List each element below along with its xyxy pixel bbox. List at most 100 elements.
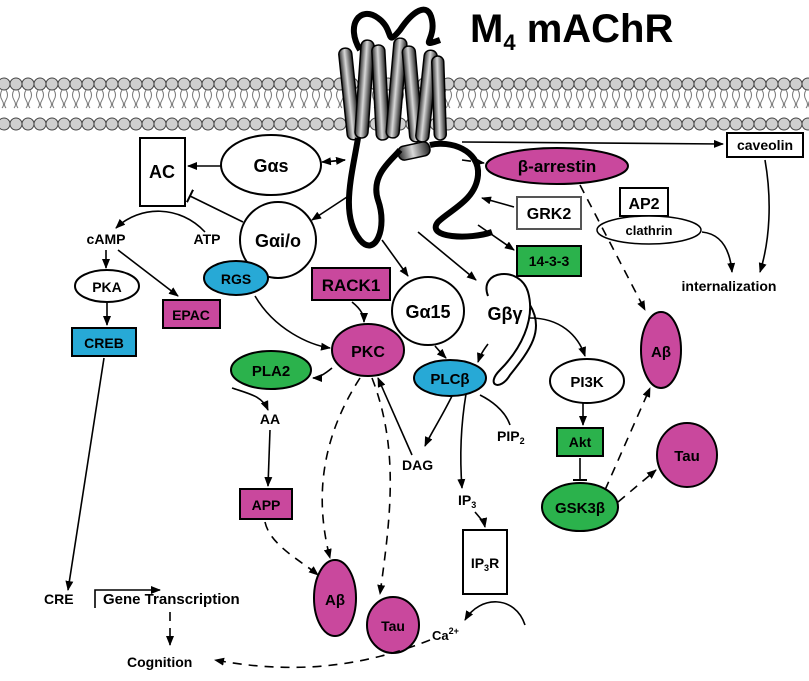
lipid-tail <box>552 89 560 109</box>
lipid-head <box>285 77 299 91</box>
lipid-head <box>645 117 659 131</box>
lipid-head <box>21 77 35 91</box>
lipid-head <box>573 77 587 91</box>
dag-label: DAG <box>402 457 433 473</box>
abeta-label-left: Aβ <box>325 592 345 609</box>
lipid-head <box>57 117 71 131</box>
abeta-label-right: Aβ <box>651 344 671 361</box>
lipid-tail <box>456 89 464 109</box>
gas-node <box>220 134 322 196</box>
lipid-tail <box>792 89 800 109</box>
ap2-label: AP2 <box>628 196 659 213</box>
lipid-tail <box>636 89 644 109</box>
lipid-head <box>81 117 95 131</box>
lipid-head <box>717 77 731 91</box>
lipid-head <box>93 117 107 131</box>
lipid-head <box>501 117 515 131</box>
gbg-label: Gβγ <box>488 304 523 324</box>
receptor-title: M4 mAChR <box>470 7 673 55</box>
lipid-head <box>621 117 635 131</box>
lipid-head <box>237 77 251 91</box>
lipid-head <box>489 77 503 91</box>
lipid-head <box>105 77 119 91</box>
pka-label: PKA <box>92 279 122 295</box>
lipid-tail <box>228 89 236 109</box>
ip3r-box <box>462 529 508 595</box>
lipid-tail <box>48 89 56 109</box>
lipid-head <box>153 77 167 91</box>
lipid-head <box>69 77 83 91</box>
lipid-tail <box>36 89 44 109</box>
gaio-label: Gαi/o <box>255 231 301 251</box>
app-label: APP <box>252 497 281 513</box>
lipid-tail <box>684 89 692 109</box>
lipid-head <box>45 117 59 131</box>
lipid-tail <box>240 89 248 109</box>
pka-node <box>74 269 140 303</box>
lipid-head <box>633 77 647 91</box>
gene-transcription-label: Gene Transcription <box>103 591 240 608</box>
lipid-tail <box>576 89 584 109</box>
lipid-tail <box>504 89 512 109</box>
lipid-head <box>501 77 515 91</box>
lipid-tail <box>564 89 572 109</box>
lipid-head <box>801 117 809 131</box>
lipid-tail <box>84 89 92 109</box>
lipid-tail <box>312 89 320 109</box>
lipid-head <box>9 77 23 91</box>
lipid-tail <box>528 89 536 109</box>
lipid-tail <box>276 89 284 109</box>
lipid-head <box>693 117 707 131</box>
lipid-head <box>561 117 575 131</box>
lipid-head <box>213 117 227 131</box>
lipid-head <box>693 77 707 91</box>
lipid-head <box>585 77 599 91</box>
lipid-tail <box>672 89 680 109</box>
lipid-head <box>477 117 491 131</box>
lipid-tail <box>60 89 68 109</box>
gsk3b-label: GSK3β <box>555 500 605 517</box>
lipid-head <box>789 77 803 91</box>
lipid-tail <box>540 89 548 109</box>
lipid-tail <box>588 89 596 109</box>
lipid-head <box>225 117 239 131</box>
clathrin-node <box>596 215 702 245</box>
lipid-head <box>0 117 11 131</box>
lipid-head <box>645 77 659 91</box>
lipid-head <box>189 77 203 91</box>
cognition-label: Cognition <box>127 654 192 670</box>
lipid-head <box>741 117 755 131</box>
tau-label-right: Tau <box>674 448 700 465</box>
lipid-head <box>681 77 695 91</box>
creb-box <box>71 327 137 357</box>
lipid-head <box>225 77 239 91</box>
rgs-node <box>203 260 269 296</box>
lipid-tail <box>72 89 80 109</box>
lipid-head <box>177 117 191 131</box>
plcb-label: PLCβ <box>430 371 469 388</box>
lipid-head <box>789 117 803 131</box>
lipid-tail <box>192 89 200 109</box>
lipid-tail <box>108 89 116 109</box>
lipid-head <box>129 117 143 131</box>
lipid-tail <box>516 89 524 109</box>
lipid-head <box>801 77 809 91</box>
pkc-node <box>331 323 405 377</box>
lipid-head <box>741 77 755 91</box>
lipid-tail <box>300 89 308 109</box>
lipid-head <box>585 117 599 131</box>
lipid-head <box>633 117 647 131</box>
lipid-head <box>561 77 575 91</box>
lipid-head <box>321 77 335 91</box>
lipid-tail <box>804 89 809 109</box>
lipid-head <box>45 77 59 91</box>
lipid-head <box>273 117 287 131</box>
lipid-tail <box>156 89 164 109</box>
lipid-head <box>609 117 623 131</box>
lipid-head <box>153 117 167 131</box>
gbg-node <box>485 273 538 386</box>
lipid-head <box>201 117 215 131</box>
lipid-tail <box>0 89 8 109</box>
lipid-head <box>273 77 287 91</box>
